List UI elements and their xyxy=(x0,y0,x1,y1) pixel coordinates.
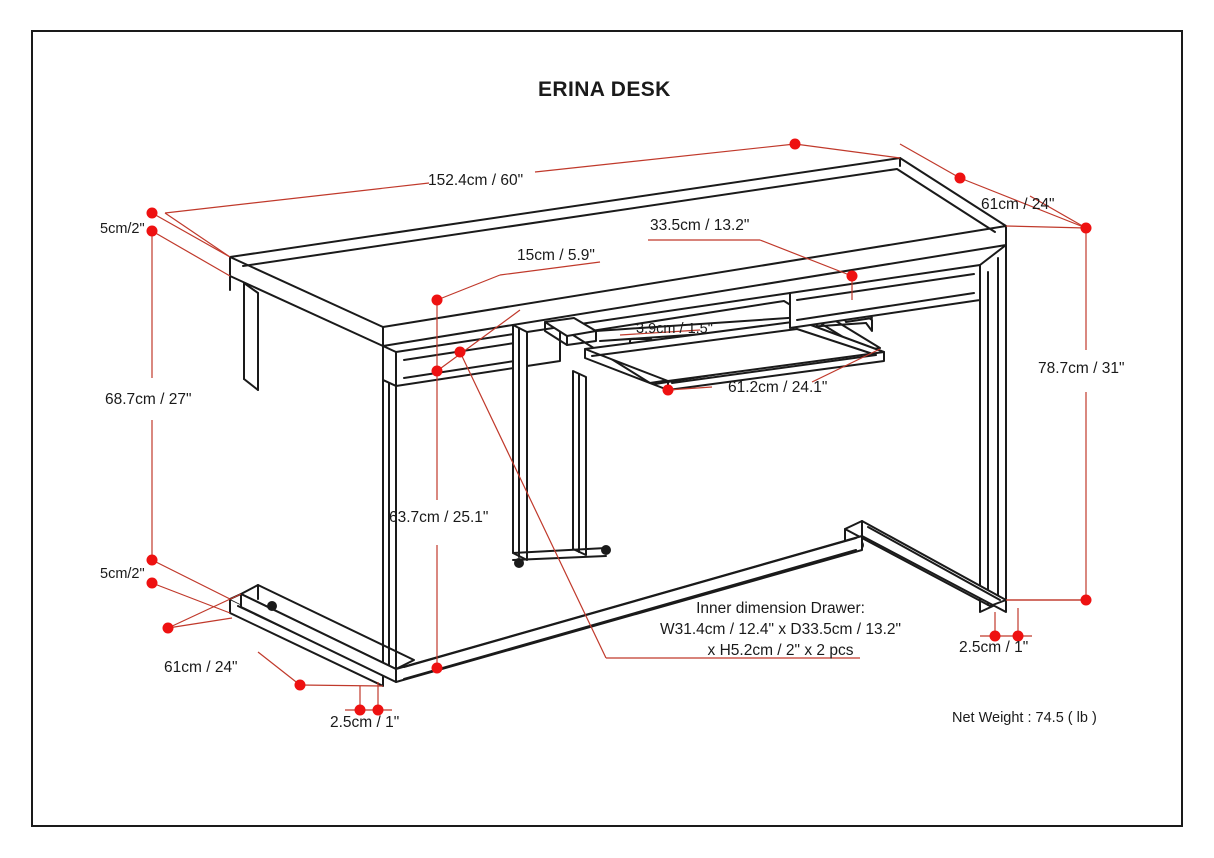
dim-inner-leg-height: 63.7cm / 25.1" xyxy=(389,509,489,526)
drawer-note-line-1: Inner dimension Drawer: xyxy=(696,600,865,617)
dim-tray-width: 61.2cm / 24.1" xyxy=(728,379,828,396)
dim-overall-height: 78.7cm / 31" xyxy=(1038,360,1125,377)
dimension-lines xyxy=(151,143,1087,711)
dim-clearance-height: 68.7cm / 27" xyxy=(105,391,192,408)
dim-tray-thickness: 3.9cm / 1.5" xyxy=(636,321,713,337)
drawer-note: Inner dimension Drawer: W31.4cm / 12.4" … xyxy=(660,598,901,661)
dim-foot-height: 5cm/2" xyxy=(100,566,145,582)
dimension-markers xyxy=(146,138,1092,716)
sheet-border xyxy=(31,30,1183,827)
desk-line-art xyxy=(229,157,1007,687)
dim-top-depth: 61cm / 24" xyxy=(981,196,1055,213)
dim-top-thickness: 5cm/2" xyxy=(100,221,145,237)
dim-drawer-front-depth: 33.5cm / 13.2" xyxy=(650,217,750,234)
drawer-note-line-2: W31.4cm / 12.4" x D33.5cm / 13.2" xyxy=(660,621,902,638)
page-title: ERINA DESK xyxy=(538,78,671,101)
dim-base-thickness-left: 2.5cm / 1" xyxy=(330,714,400,731)
net-weight-label: Net Weight : 74.5 ( lb ) xyxy=(952,710,1097,726)
dim-base-thickness-right: 2.5cm / 1" xyxy=(959,639,1029,656)
dim-apron-drop: 15cm / 5.9" xyxy=(517,247,595,264)
dim-top-width: 152.4cm / 60" xyxy=(428,172,524,189)
drawer-note-line-3: x H5.2cm / 2" x 2 pcs xyxy=(707,642,854,659)
dim-base-depth: 61cm / 24" xyxy=(164,659,238,676)
